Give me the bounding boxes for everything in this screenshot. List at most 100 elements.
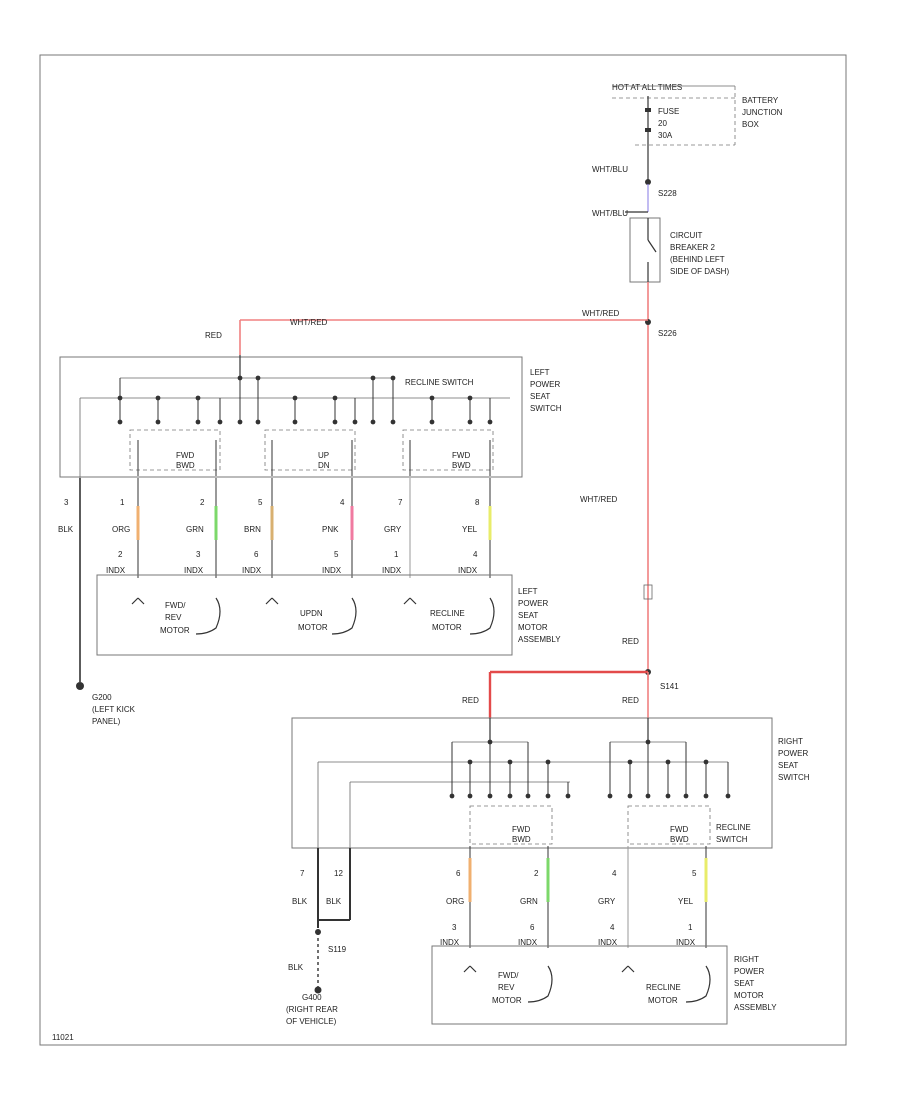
right-indx-3: INDX bbox=[598, 938, 618, 947]
right-motor-label-4: MOTOR bbox=[734, 991, 764, 1000]
left-sw3-fwd: FWD bbox=[452, 451, 470, 460]
right-wire-grn: GRN bbox=[520, 897, 538, 906]
left-wire-grn: GRN bbox=[186, 525, 204, 534]
left-switch-box bbox=[59, 356, 523, 478]
right-motor-2-line2: MOTOR bbox=[648, 996, 678, 1005]
wire-whtred-mid: WHT/RED bbox=[580, 495, 618, 504]
left-indx-5: INDX bbox=[382, 566, 402, 575]
left-wire-org: ORG bbox=[112, 525, 130, 534]
wire-red-b: RED bbox=[622, 696, 639, 705]
right-ground: S119 BLK G400 (RIGHT REAR OF VEHICLE) bbox=[286, 929, 347, 1026]
right-wire-gry: GRY bbox=[598, 897, 616, 906]
ground-g200: G200 bbox=[92, 693, 112, 702]
left-mpin-3: 6 bbox=[254, 550, 259, 559]
right-mpin-4: 1 bbox=[688, 923, 693, 932]
breaker-label-4: SIDE OF DASH) bbox=[670, 267, 729, 276]
right-switch-label-2: POWER bbox=[778, 749, 808, 758]
diagram-border bbox=[39, 54, 847, 1046]
left-motor-1-line3: MOTOR bbox=[160, 626, 190, 635]
left-wire-pnk: PNK bbox=[322, 525, 339, 534]
right-wire-blk-1: BLK bbox=[292, 897, 308, 906]
ground-g400-loc-2: OF VEHICLE) bbox=[286, 1017, 337, 1026]
fuse-number: 20 bbox=[658, 119, 667, 128]
right-switch-box bbox=[291, 717, 773, 849]
left-ground: G200 (LEFT KICK PANEL) bbox=[76, 682, 136, 726]
wire-whtred-left: WHT/RED bbox=[290, 318, 328, 327]
left-sw1-bwd: BWD bbox=[176, 461, 195, 470]
right-seat-switch: RIGHT POWER SEAT SWITCH RECLINE SWITCH bbox=[291, 717, 810, 948]
left-pin-org: 1 bbox=[120, 498, 125, 507]
left-motor-label-5: ASSEMBLY bbox=[518, 635, 561, 644]
circuit-breaker-box bbox=[629, 217, 661, 283]
left-switch-label-3: SEAT bbox=[530, 392, 550, 401]
breaker-label-3: (BEHIND LEFT bbox=[670, 255, 725, 264]
junction-box-label-2: JUNCTION bbox=[742, 108, 783, 117]
left-motor-3-line1: RECLINE bbox=[430, 609, 465, 618]
left-motor-label-2: POWER bbox=[518, 599, 548, 608]
right-pin-row: 7 12 6 2 4 5 bbox=[300, 869, 697, 878]
wire-red-left: RED bbox=[205, 331, 222, 340]
left-motor-label-3: SEAT bbox=[518, 611, 538, 620]
right-indx-1: INDX bbox=[440, 938, 460, 947]
splice-s228: S228 bbox=[658, 189, 677, 198]
right-wire-org: ORG bbox=[446, 897, 464, 906]
right-motor-1-line1: FWD/ bbox=[498, 971, 519, 980]
left-mpin-6: 4 bbox=[473, 550, 478, 559]
left-mpin-4: 5 bbox=[334, 550, 339, 559]
right-switch-label-1: RIGHT bbox=[778, 737, 803, 746]
wire-whtblu-1: WHT/BLU bbox=[592, 165, 628, 174]
right-wire-colors: BLK BLK ORG GRN GRY YEL bbox=[292, 897, 694, 906]
left-motor-2-line1: UPDN bbox=[300, 609, 323, 618]
right-motor-label-3: SEAT bbox=[734, 979, 754, 988]
left-indx-6: INDX bbox=[458, 566, 478, 575]
left-pin-grn: 2 bbox=[200, 498, 205, 507]
right-wire-blk-2: BLK bbox=[326, 897, 342, 906]
left-mpin-1: 2 bbox=[118, 550, 123, 559]
left-pin-blk: 3 bbox=[64, 498, 69, 507]
left-switch-label-1: LEFT bbox=[530, 368, 550, 377]
left-sw1-fwd: FWD bbox=[176, 451, 194, 460]
left-mpin-2: 3 bbox=[196, 550, 201, 559]
right-recline-label-2: SWITCH bbox=[716, 835, 748, 844]
left-pin-gry: 7 bbox=[398, 498, 403, 507]
left-motor-1-line1: FWD/ bbox=[165, 601, 186, 610]
breaker-label-2: BREAKER 2 bbox=[670, 243, 715, 252]
left-motor-label-4: MOTOR bbox=[518, 623, 548, 632]
left-wire-yel: YEL bbox=[462, 525, 478, 534]
left-sw2-up: UP bbox=[318, 451, 329, 460]
wire-whtblu-2: WHT/BLU bbox=[592, 209, 628, 218]
left-wire-gry: GRY bbox=[384, 525, 402, 534]
right-motor-1-line3: MOTOR bbox=[492, 996, 522, 1005]
hot-at-all-times-label: HOT AT ALL TIMES bbox=[612, 83, 682, 92]
right-motor-box bbox=[431, 945, 728, 1025]
left-motor-box bbox=[96, 574, 513, 656]
right-motor-pins: 3 6 4 1 INDX INDX INDX INDX bbox=[440, 923, 696, 947]
ground-g200-loc-2: PANEL) bbox=[92, 717, 121, 726]
left-motor-2-line2: MOTOR bbox=[298, 623, 328, 632]
ground-g400-loc-1: (RIGHT REAR bbox=[286, 1005, 338, 1014]
splice-s226: S226 bbox=[658, 329, 677, 338]
right-indx-2: INDX bbox=[518, 938, 538, 947]
wire-red-lower: RED bbox=[622, 637, 639, 646]
right-pin-gry: 4 bbox=[612, 869, 617, 878]
right-motor-1-line2: REV bbox=[498, 983, 515, 992]
ground-g400: G400 bbox=[302, 993, 322, 1002]
right-sw2-fwd: FWD bbox=[670, 825, 688, 834]
right-switch-label-4: SWITCH bbox=[778, 773, 810, 782]
left-wire-brn: BRN bbox=[244, 525, 261, 534]
right-pin-blk-2: 12 bbox=[334, 869, 343, 878]
left-motor-assembly: LEFT POWER SEAT MOTOR ASSEMBLY FWD/ REV … bbox=[96, 574, 561, 656]
right-switch-label-3: SEAT bbox=[778, 761, 798, 770]
left-motor-label-1: LEFT bbox=[518, 587, 538, 596]
left-switch-label-2: POWER bbox=[530, 380, 560, 389]
left-motor-1-line2: REV bbox=[165, 613, 182, 622]
left-pin-brn: 5 bbox=[258, 498, 263, 507]
left-wire-colors: BLK ORG GRN BRN PNK GRY YEL bbox=[58, 525, 478, 534]
right-indx-4: INDX bbox=[676, 938, 696, 947]
left-sw2-dn: DN bbox=[318, 461, 330, 470]
splice-s119: S119 bbox=[328, 945, 347, 954]
right-motor-label-5: ASSEMBLY bbox=[734, 1003, 777, 1012]
right-wire-yel: YEL bbox=[678, 897, 694, 906]
power-feed: HOT AT ALL TIMES FUSE 20 30A BATTERY JUN… bbox=[205, 83, 783, 718]
